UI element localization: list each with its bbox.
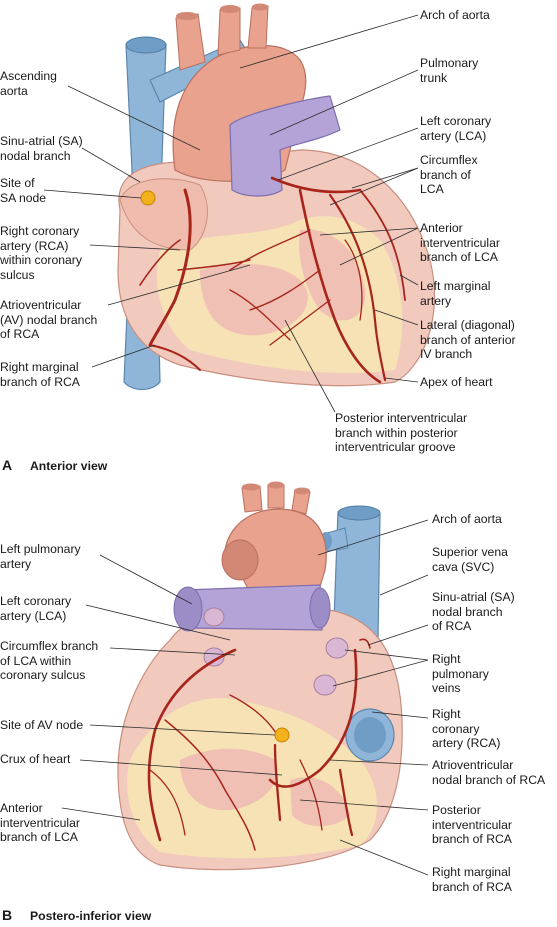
label-av-nodal-branch-b: Atrioventricular nodal branch of RCA: [432, 758, 546, 787]
label-av-nodal-branch-a: Atrioventricular (AV) nodal branch of RC…: [0, 298, 98, 341]
label-superior-vena-cava-b: Superior vena cava (SVC): [432, 545, 508, 574]
label-sa-nodal-branch-b: Sinu-atrial (SA) nodal branch of RCA: [432, 590, 515, 633]
sa-node-a: [140, 190, 156, 206]
panel-a-illustration: [117, 3, 436, 391]
label-left-coronary-artery-a: Left coronary artery (LCA): [420, 114, 492, 143]
av-node-b: [274, 727, 290, 743]
panel-b-caption: Postero-inferior view: [30, 909, 152, 923]
coronary-arteries-a: [139, 176, 406, 384]
label-pulmonary-trunk-a: Pulmonary trunk: [420, 56, 479, 85]
label-left-marginal-artery-a: Left marginal artery: [420, 279, 491, 308]
label-sa-nodal-branch-a: Sinu-atrial (SA) nodal branch: [0, 134, 83, 163]
label-right-coronary-artery-b: Right coronary artery (RCA): [432, 707, 501, 750]
panel-a-letter: A: [2, 457, 13, 473]
panel-a-caption: Anterior view: [30, 459, 108, 473]
panel-b-letter: B: [2, 907, 13, 923]
label-right-pulmonary-veins-b: Right pulmonary veins: [432, 652, 489, 695]
label-site-of-av-node-b: Site of AV node: [0, 718, 84, 732]
leader-lines-b: [61, 519, 429, 876]
label-arch-of-aorta-b: Arch of aorta: [432, 512, 502, 526]
label-right-marginal-branch-a: Right marginal branch of RCA: [0, 360, 80, 389]
label-crux-of-heart-b: Crux of heart: [0, 752, 71, 766]
coronary-arteries-b: [147, 638, 371, 851]
label-anterior-interventricular-a: Anterior interventricular branch of LCA: [420, 221, 500, 264]
label-right-coronary-artery-a: Right coronary artery (RCA) within coron…: [0, 224, 82, 282]
label-apex-of-heart-a: Apex of heart: [420, 375, 493, 389]
leader-lines-a: [43, 14, 419, 413]
label-posterior-interventricular-b: Posterior interventricular branch of RCA: [432, 803, 512, 846]
pulmonary-trunk-a: [229, 95, 341, 197]
label-left-coronary-artery-b: Left coronary artery (LCA): [0, 594, 72, 623]
pulmonary-artery-b: [184, 584, 323, 631]
panel-b-illustration: [117, 481, 403, 871]
label-left-pulmonary-artery-b: Left pulmonary artery: [0, 542, 81, 571]
label-circumflex-branch-a: Circumflex branch of LCA: [420, 153, 478, 196]
label-posterior-interventricular-a: Posterior interventricular branch within…: [335, 411, 468, 454]
label-site-of-sa-node-a: Site of SA node: [0, 176, 47, 205]
label-lateral-diagonal-branch-a: Lateral (diagonal) branch of anterior IV…: [420, 318, 516, 361]
label-right-marginal-branch-b: Right marginal branch of RCA: [432, 865, 512, 894]
label-anterior-interventricular-b: Anterior interventricular branch of LCA: [0, 801, 80, 844]
label-arch-of-aorta-a: Arch of aorta: [420, 8, 490, 22]
label-circumflex-branch-b: Circumflex branch of LCA within coronary…: [0, 639, 99, 682]
label-ascending-aorta-a: Ascending aorta: [0, 69, 57, 98]
